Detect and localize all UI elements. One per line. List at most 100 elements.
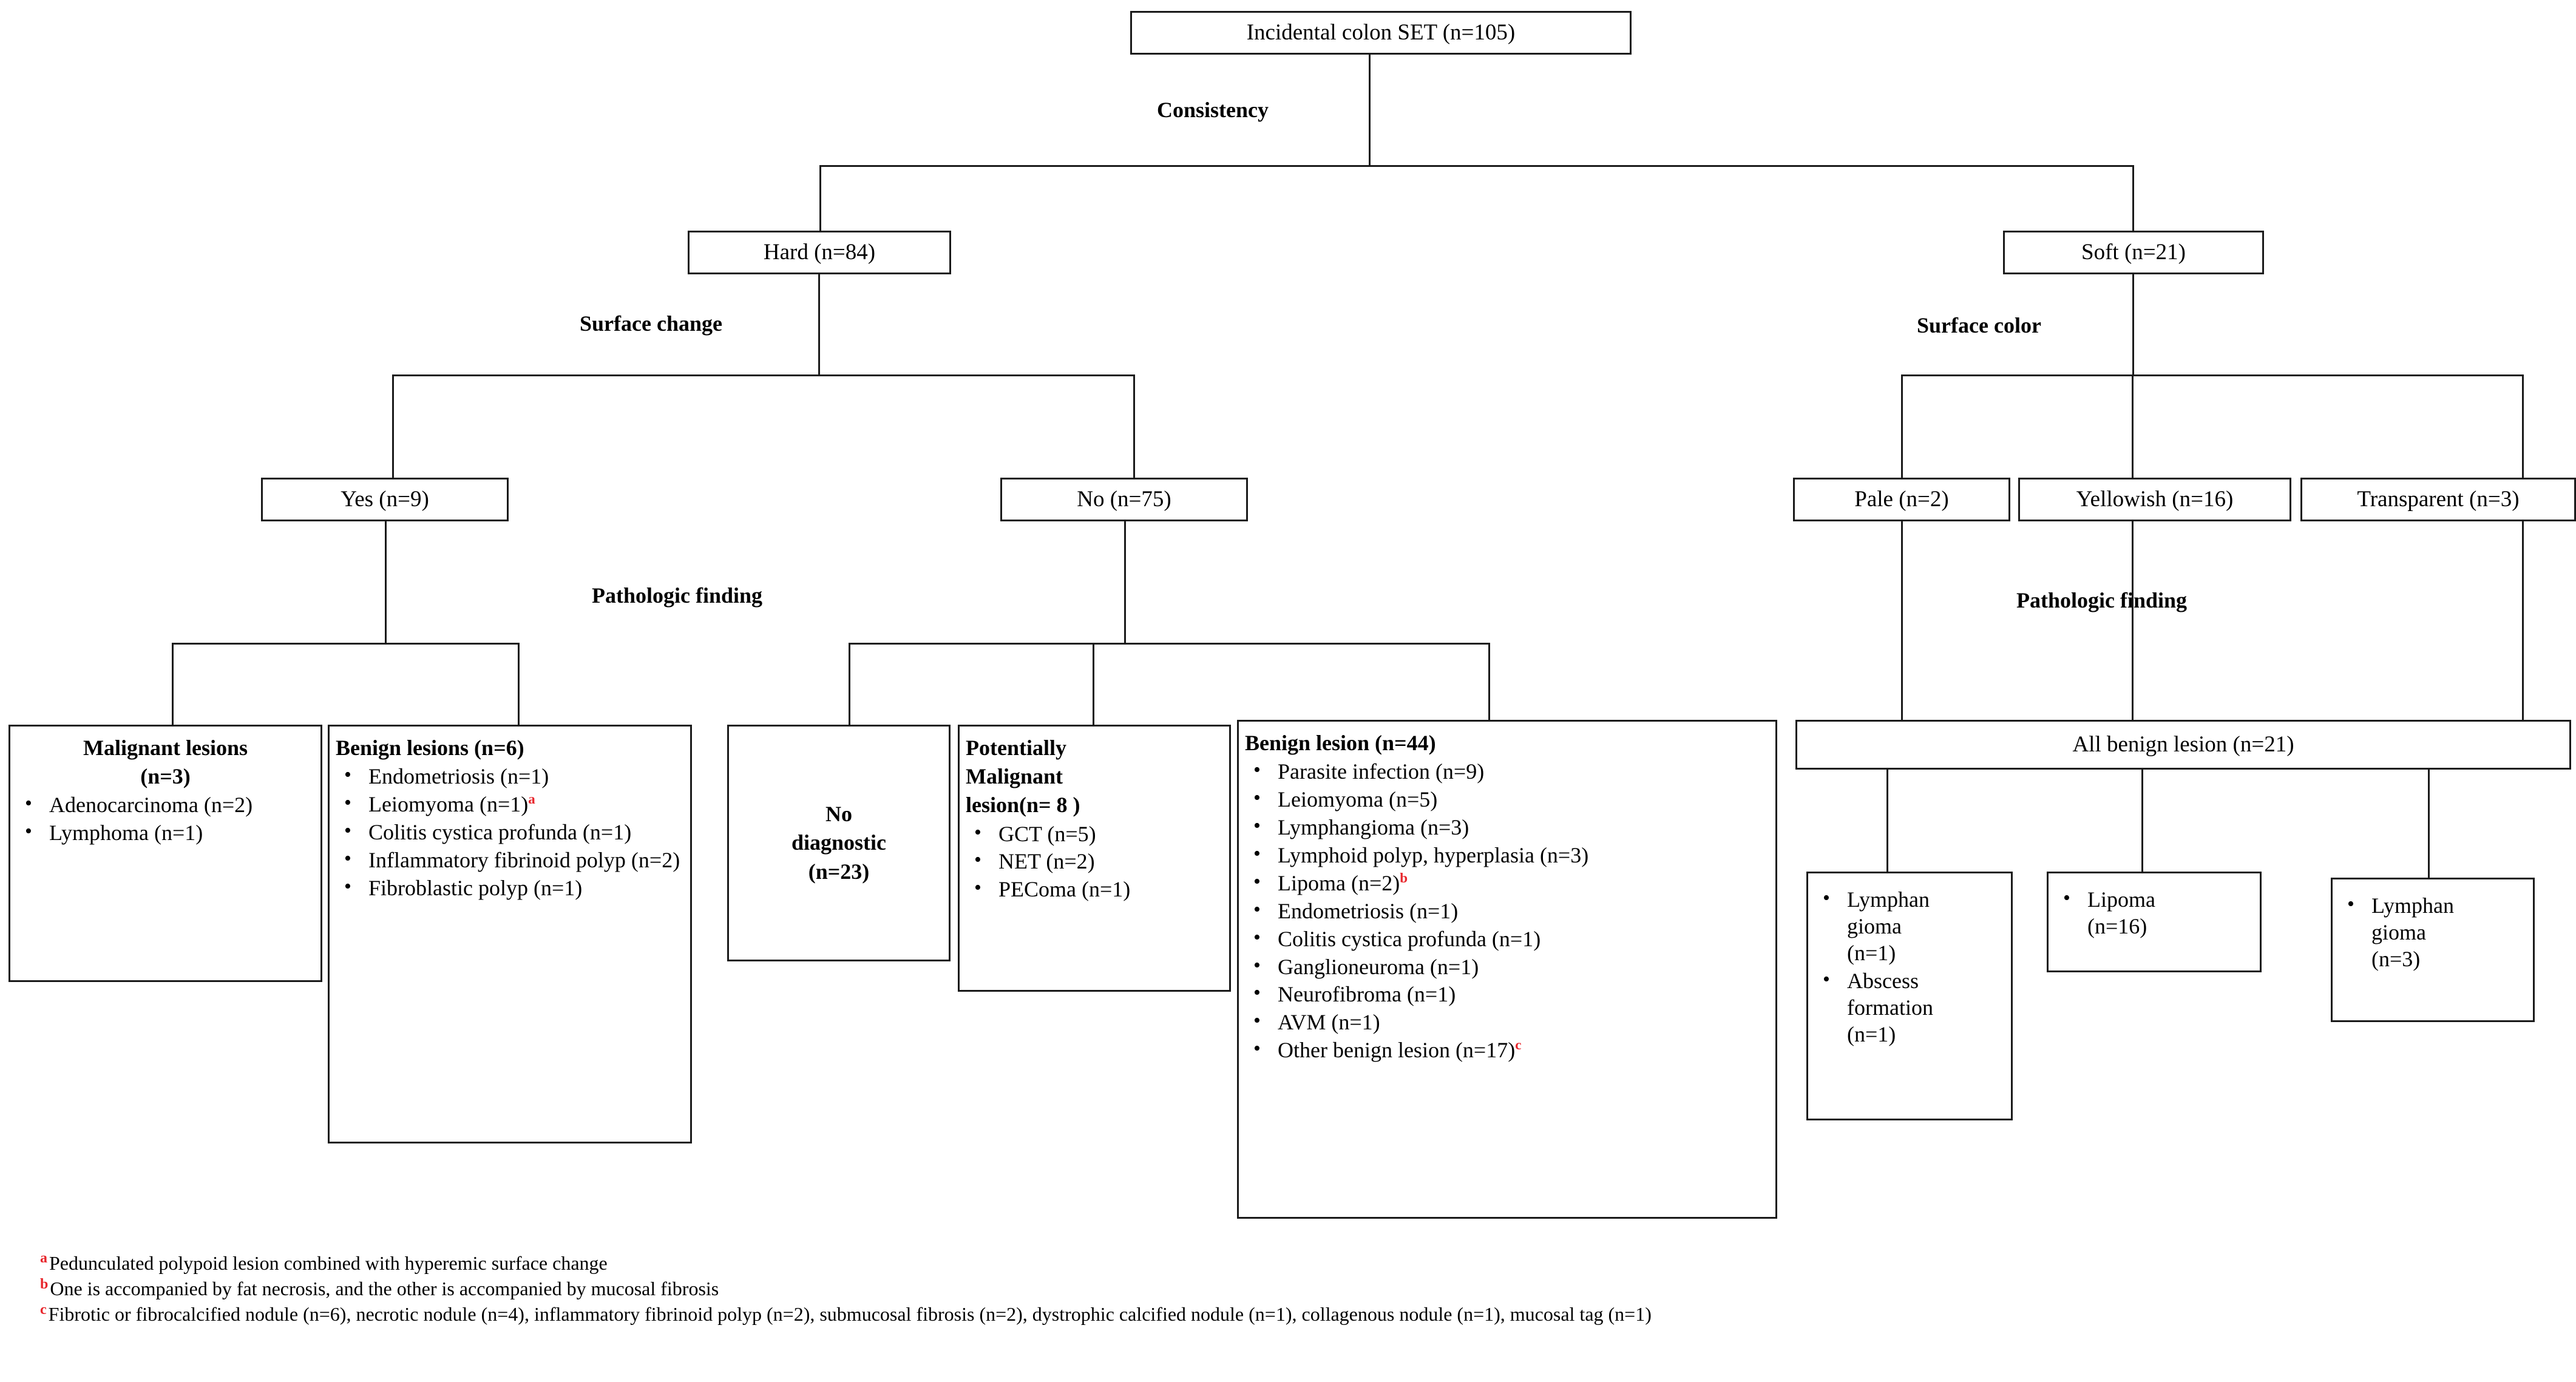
- list-item: Adenocarcinoma (n=2): [16, 791, 314, 819]
- footnote-a-text: Pedunculated polypoid lesion combined wi…: [49, 1252, 608, 1274]
- connector-to-no: [1133, 374, 1135, 478]
- detail-potentially-malignant-title-line2: Malignant: [966, 764, 1063, 789]
- list-item: Other benign lesion (n=17)c: [1245, 1036, 1769, 1064]
- list-item: Lymphoid polyp, hyperplasia (n=3): [1245, 841, 1769, 869]
- connector-to-no-diagnostic: [849, 643, 850, 725]
- node-all-benign-lesion-label: All benign lesion (n=21): [2072, 731, 2294, 757]
- connector-to-benign-lesion-44: [1488, 643, 1490, 725]
- detail-benign-lesion-44[interactable]: Benign lesion (n=44) Parasite infection …: [1237, 720, 1777, 1219]
- list-item: PEComa (n=1): [966, 875, 1223, 903]
- node-transparent[interactable]: Transparent (n=3): [2300, 478, 2576, 521]
- detail-transparent-children-list: Lymphan gioma (n=3): [2339, 892, 2527, 973]
- node-pale[interactable]: Pale (n=2): [1793, 478, 2010, 521]
- connector-to-transparent: [2522, 374, 2524, 478]
- list-item: Lymphan gioma (n=3): [2339, 892, 2527, 973]
- footnote-a: aPedunculated polypoid lesion combined w…: [40, 1250, 2559, 1276]
- connector-root-down: [1369, 55, 1371, 165]
- connector-surface-change-bus: [392, 374, 1135, 376]
- list-item: Colitis cystica profunda (n=1): [1245, 925, 1769, 953]
- connector-surface-color-bus: [1901, 374, 2524, 376]
- connector-to-soft: [2132, 165, 2134, 243]
- connector-to-yes: [392, 374, 394, 478]
- detail-transparent-children[interactable]: Lymphan gioma (n=3): [2331, 878, 2535, 1022]
- footnote-ref-c: c: [1515, 1037, 1522, 1053]
- detail-no-diagnostic-title-line3: (n=23): [808, 859, 870, 884]
- connector-yes-down: [385, 521, 387, 643]
- footnote-ref-a: a: [528, 791, 535, 807]
- list-item: Lymphoma (n=1): [16, 819, 314, 847]
- node-no-label: No (n=75): [1077, 486, 1171, 512]
- connector-allbenign-to-transparent-detail: [2428, 770, 2430, 878]
- footnote-b-mark: b: [40, 1276, 49, 1292]
- list-item: Inflammatory fibrinoid polyp (n=2): [336, 846, 684, 874]
- connector-pale-down: [1901, 521, 1903, 720]
- list-item: Lymphan gioma (n=1): [1814, 886, 2005, 967]
- connector-to-malignant-lesions: [172, 643, 174, 725]
- connector-no-bus: [849, 643, 1490, 645]
- footnote-a-mark: a: [40, 1250, 47, 1267]
- detail-malignant-lesions-title-line2: (n=3): [140, 764, 191, 789]
- detail-potentially-malignant-list: GCT (n=5) NET (n=2) PEComa (n=1): [966, 820, 1223, 904]
- node-hard-label: Hard (n=84): [763, 239, 876, 265]
- list-item: Endometriosis (n=1): [1245, 897, 1769, 925]
- list-item: Abscess formation (n=1): [1814, 967, 2005, 1048]
- list-item: Lymphangioma (n=3): [1245, 813, 1769, 841]
- node-all-benign-lesion[interactable]: All benign lesion (n=21): [1795, 720, 2571, 770]
- node-root-label: Incidental colon SET (n=105): [1246, 19, 1516, 45]
- detail-potentially-malignant-title-line3: lesion(n= 8 ): [966, 793, 1080, 818]
- detail-no-diagnostic[interactable]: No diagnostic (n=23): [727, 725, 951, 961]
- list-item: Leiomyoma (n=5): [1245, 785, 1769, 813]
- list-item: Lipoma (n=2)b: [1245, 869, 1769, 897]
- detail-benign-lesion-44-title: Benign lesion (n=44): [1245, 731, 1436, 755]
- connector-to-yellowish: [2132, 374, 2134, 478]
- detail-benign-lesions-6-title: Benign lesions (n=6): [336, 736, 524, 760]
- connector-no-down: [1124, 521, 1126, 643]
- node-root[interactable]: Incidental colon SET (n=105): [1130, 11, 1632, 55]
- footnote-b-text: One is accompanied by fat necrosis, and …: [50, 1278, 719, 1300]
- caption-surface-color: Surface color: [1917, 313, 2041, 337]
- node-hard[interactable]: Hard (n=84): [688, 231, 951, 274]
- connector-soft-down: [2132, 274, 2134, 374]
- node-soft-label: Soft (n=21): [2081, 239, 2186, 265]
- list-item: Lipoma (n=16): [2055, 886, 2254, 940]
- footnote-c-mark: c: [40, 1301, 47, 1318]
- connector-yellowish-down: [2132, 521, 2134, 720]
- node-no[interactable]: No (n=75): [1000, 478, 1248, 521]
- list-item: Neurofibroma (n=1): [1245, 980, 1769, 1008]
- detail-yellowish-children-list: Lipoma (n=16): [2055, 886, 2254, 940]
- caption-pathologic-finding-right: Pathologic finding: [2016, 588, 2188, 612]
- node-yellowish[interactable]: Yellowish (n=16): [2018, 478, 2291, 521]
- connector-to-pale: [1901, 374, 1903, 478]
- node-transparent-label: Transparent (n=3): [2357, 486, 2520, 512]
- footnote-ref-b: b: [1400, 870, 1408, 886]
- footnote-c-text: Fibrotic or fibrocalcified nodule (n=6),…: [48, 1303, 1652, 1326]
- caption-consistency: Consistency: [1157, 98, 1269, 122]
- list-item: Parasite infection (n=9): [1245, 757, 1769, 785]
- caption-pathologic-finding-left: Pathologic finding: [592, 583, 763, 608]
- connector-hard-down: [818, 274, 820, 374]
- list-item: Endometriosis (n=1): [336, 762, 684, 790]
- node-yellowish-label: Yellowish (n=16): [2076, 486, 2234, 512]
- detail-malignant-lesions[interactable]: Malignant lesions (n=3) Adenocarcinoma (…: [8, 725, 322, 982]
- connector-to-potentially-malignant: [1093, 643, 1094, 725]
- node-yes[interactable]: Yes (n=9): [261, 478, 509, 521]
- footnotes-block: aPedunculated polypoid lesion combined w…: [40, 1250, 2559, 1327]
- caption-surface-change: Surface change: [580, 311, 722, 336]
- detail-potentially-malignant[interactable]: Potentially Malignant lesion(n= 8 ) GCT …: [958, 725, 1231, 992]
- detail-benign-lesion-44-list: Parasite infection (n=9) Leiomyoma (n=5)…: [1245, 757, 1769, 1064]
- detail-no-diagnostic-title-line2: diagnostic: [791, 830, 887, 855]
- detail-potentially-malignant-title-line1: Potentially: [966, 736, 1066, 760]
- detail-pale-children[interactable]: Lymphan gioma (n=1) Abscess formation (n…: [1806, 872, 2013, 1120]
- detail-yellowish-children[interactable]: Lipoma (n=16): [2047, 872, 2262, 972]
- node-soft[interactable]: Soft (n=21): [2003, 231, 2264, 274]
- connector-to-benign-lesions-6: [518, 643, 520, 725]
- detail-benign-lesions-6[interactable]: Benign lesions (n=6) Endometriosis (n=1)…: [328, 725, 692, 1143]
- connector-to-hard: [819, 165, 821, 243]
- connector-allbenign-to-yellowish-detail: [2141, 770, 2143, 872]
- detail-no-diagnostic-title-line1: No: [825, 802, 852, 827]
- connector-allbenign-to-pale-detail: [1886, 770, 1888, 872]
- connector-yes-bus: [172, 643, 520, 645]
- list-item: NET (n=2): [966, 847, 1223, 875]
- connector-transparent-down: [2522, 521, 2524, 720]
